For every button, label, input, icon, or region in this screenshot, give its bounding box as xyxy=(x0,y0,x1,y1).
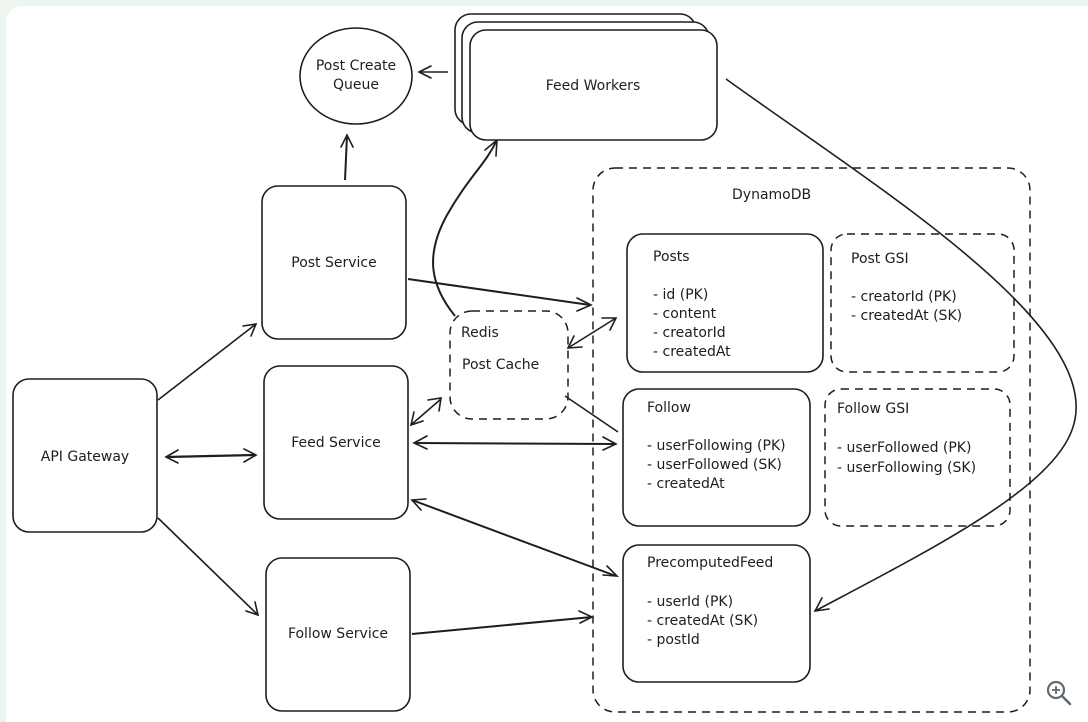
node-follow-service[interactable]: Follow Service xyxy=(265,557,411,712)
edge-redis-posts xyxy=(566,317,618,349)
edge-gateway-to-post-service xyxy=(157,322,258,401)
posts-field: - id (PK) xyxy=(653,287,708,303)
follow-gsi-field: - userFollowing (SK) xyxy=(837,460,976,476)
posts-field: - creatorId xyxy=(653,325,726,341)
node-feed-workers[interactable]: Feed Workers xyxy=(454,13,718,141)
edge-follow-service-to-dynamodb xyxy=(411,610,594,635)
dynamodb-label: DynamoDB xyxy=(732,187,811,203)
redis-subtitle: Post Cache xyxy=(462,357,539,373)
edge-redis-follow xyxy=(564,395,619,433)
edge-workers-to-precomputed xyxy=(725,78,1077,613)
queue-label-line-2: Queue xyxy=(333,77,379,93)
follow-field: - createdAt xyxy=(647,476,725,492)
follow-field: - userFollowing (PK) xyxy=(647,438,786,454)
follow-title: Follow xyxy=(647,400,691,416)
feed-service-label: Feed Service xyxy=(291,435,381,451)
node-feed-service[interactable]: Feed Service xyxy=(263,365,409,520)
follow-service-label: Follow Service xyxy=(288,626,388,642)
node-post-service[interactable]: Post Service xyxy=(261,185,407,340)
posts-field: - createdAt xyxy=(653,344,731,360)
posts-title: Posts xyxy=(653,249,690,265)
post-gsi-field: - creatorId (PK) xyxy=(851,289,957,305)
post-gsi-field: - createdAt (SK) xyxy=(851,308,962,324)
follow-gsi-title: Follow GSI xyxy=(837,401,909,417)
edge-workers-to-queue xyxy=(417,65,448,79)
follow-gsi-field: - userFollowed (PK) xyxy=(837,440,971,456)
edge-gateway-feed-service xyxy=(164,448,258,464)
edge-post-service-to-posts xyxy=(407,278,593,312)
node-post-create-queue[interactable]: Post Create Queue xyxy=(299,27,413,125)
feed-workers-label: Feed Workers xyxy=(546,78,640,94)
dynamodb-container[interactable]: DynamoDB xyxy=(592,167,1031,713)
edge-gateway-to-follow-service xyxy=(157,517,260,617)
table-follow-gsi[interactable]: Follow GSI - userFollowed (PK) - userFol… xyxy=(824,388,1011,527)
edges xyxy=(157,65,1077,635)
post-gsi-title: Post GSI xyxy=(851,251,909,267)
precomputed-feed-field: - postId xyxy=(647,632,700,648)
zoom-in-icon xyxy=(1046,680,1072,706)
table-precomputed-feed[interactable]: PrecomputedFeed - userId (PK) - createdA… xyxy=(622,544,811,683)
table-post-gsi[interactable]: Post GSI - creatorId (PK) - createdAt (S… xyxy=(830,233,1015,373)
post-service-label: Post Service xyxy=(291,255,376,271)
api-gateway-label: API Gateway xyxy=(41,449,129,465)
follow-field: - userFollowed (SK) xyxy=(647,457,782,473)
diagram-canvas: DynamoDB API Gateway Post Service Feed S… xyxy=(6,6,1088,722)
posts-field: - content xyxy=(653,306,717,322)
edge-feed-service-follow xyxy=(412,435,618,451)
table-follow[interactable]: Follow - userFollowing (PK) - userFollow… xyxy=(622,388,811,527)
zoom-in-button[interactable] xyxy=(1044,678,1074,708)
queue-label-line-1: Post Create xyxy=(316,58,396,74)
redis-title: Redis xyxy=(461,325,499,341)
edge-feed-service-redis xyxy=(409,397,442,427)
node-redis[interactable]: Redis Post Cache xyxy=(449,310,569,420)
edge-feed-service-precomputed xyxy=(410,498,620,577)
precomputed-feed-field: - userId (PK) xyxy=(647,594,733,610)
node-api-gateway[interactable]: API Gateway xyxy=(12,378,158,533)
table-posts[interactable]: Posts - id (PK) - content - creatorId - … xyxy=(626,233,824,373)
precomputed-feed-title: PrecomputedFeed xyxy=(647,555,773,571)
edge-post-service-to-queue xyxy=(340,133,354,181)
precomputed-feed-field: - createdAt (SK) xyxy=(647,613,758,629)
architecture-diagram: DynamoDB API Gateway Post Service Feed S… xyxy=(12,13,1077,713)
